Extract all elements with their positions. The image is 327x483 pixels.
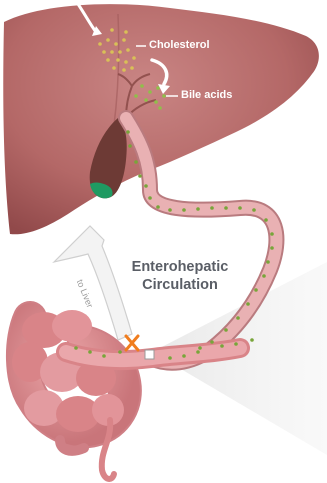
magnifier-box xyxy=(145,350,154,359)
cholesterol-label: Cholesterol xyxy=(149,39,210,51)
bile-acids-label: Bile acids xyxy=(181,89,232,101)
diagram-title: Enterohepatic Circulation xyxy=(120,258,240,294)
title-line-2: Circulation xyxy=(120,276,240,294)
title-line-1: Enterohepatic xyxy=(120,258,240,276)
cross-mark-icon xyxy=(126,336,138,350)
small-intestine xyxy=(12,310,125,479)
